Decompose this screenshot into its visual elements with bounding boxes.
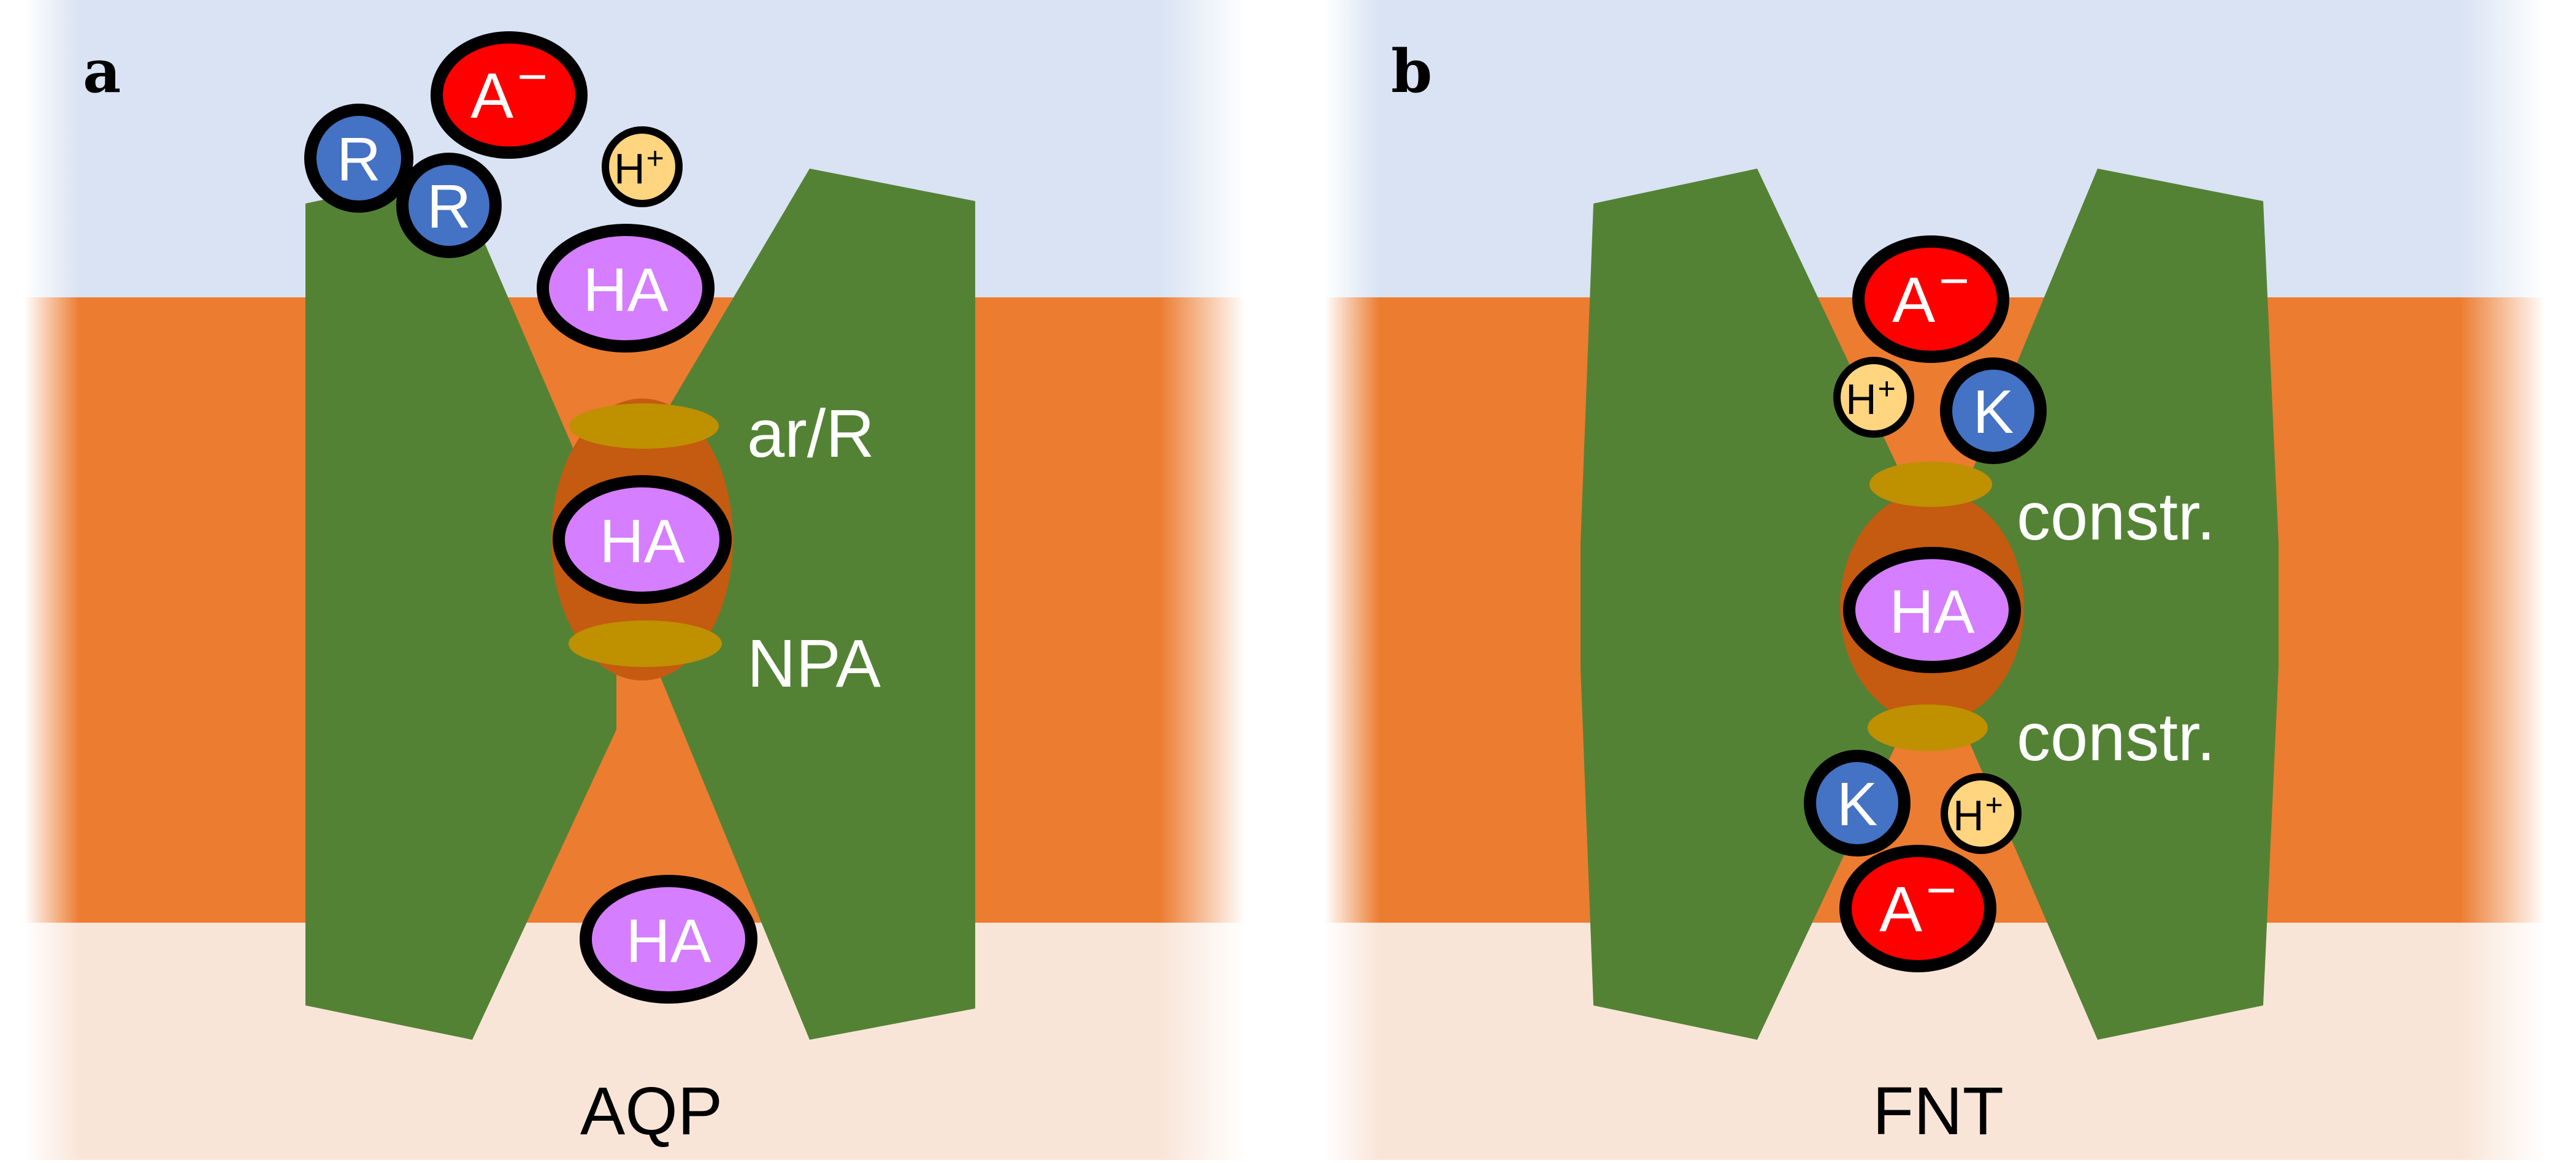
proton: H+: [602, 126, 683, 207]
ar-r-label: ar/R: [747, 396, 875, 471]
panel-title-aqp: AQP: [580, 1073, 723, 1149]
constriction-label-lower: constr.: [2017, 700, 2215, 775]
constriction-label-upper: constr.: [2017, 479, 2215, 554]
lysine-residue: K: [1940, 357, 2047, 464]
svg-text:A−: A−: [470, 48, 548, 132]
fnt-protein-right-half: [1963, 169, 2279, 1040]
aqp-protein-left-half: [305, 172, 616, 1040]
svg-text:K: K: [1837, 770, 1878, 839]
svg-text:H+: H+: [1846, 372, 1896, 423]
svg-text:R: R: [337, 125, 381, 194]
svg-text:R: R: [427, 172, 471, 241]
anion: A−: [1839, 845, 1996, 972]
anion: A−: [1852, 235, 2009, 363]
substrate-ha: HA: [537, 224, 715, 353]
substrate-ha: HA: [580, 875, 757, 1004]
proton: H+: [1941, 773, 2022, 854]
svg-text:H+: H+: [614, 141, 664, 193]
aqp-protein-right-half: [659, 169, 975, 1040]
anion: A−: [431, 31, 588, 159]
panel-a: a ar/R NPA R R A− H+ HA: [25, 0, 1245, 1160]
constriction-lower: [1868, 704, 1988, 751]
svg-text:H+: H+: [1953, 788, 2003, 839]
svg-text:A−: A−: [1879, 861, 1957, 945]
panel-title-fnt: FNT: [1873, 1073, 2004, 1149]
substrate-ha: HA: [553, 475, 732, 604]
panel-letter: b: [1391, 37, 1432, 106]
arginine-residue: R: [304, 104, 413, 213]
npa-constriction: [569, 620, 722, 667]
proton: H+: [1833, 357, 1914, 438]
lysine-residue: K: [1804, 750, 1911, 856]
arginine-residue: R: [396, 153, 502, 258]
panel-b: b constr. constr. A− H+ K HA K: [1325, 0, 2545, 1160]
constriction-upper: [1869, 462, 1992, 507]
panel-letter: a: [83, 37, 121, 106]
svg-text:HA: HA: [1890, 578, 1975, 646]
svg-text:A−: A−: [1892, 252, 1969, 336]
npa-label: NPA: [747, 626, 881, 701]
svg-text:K: K: [1973, 378, 2014, 446]
svg-text:HA: HA: [600, 507, 685, 576]
substrate-ha: HA: [1843, 547, 2021, 673]
svg-text:HA: HA: [583, 256, 669, 324]
ar-r-constriction: [569, 403, 719, 449]
svg-text:HA: HA: [626, 907, 711, 975]
